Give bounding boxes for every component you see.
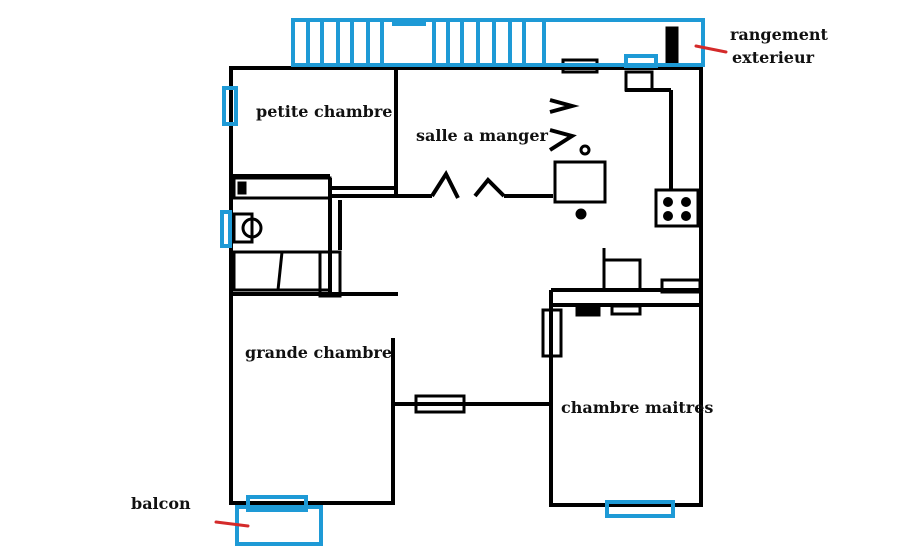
label-rangement-line1: rangement [730,25,829,44]
rangement-pointer [694,44,728,54]
label-balcon: balcon [131,494,191,513]
balcon-pointer [214,520,250,528]
label-pointers [214,44,728,528]
label-petite-chambre: petite chambre [256,102,392,121]
label-salle-a-manger: salle a manger [416,126,549,145]
door-swings [430,98,580,199]
label-chambre-maitres: chambre maitres [561,398,713,417]
windows [220,18,705,546]
label-rangement-line2: exterieur [732,48,815,67]
label-grande-chambre: grande chambre [245,343,392,362]
